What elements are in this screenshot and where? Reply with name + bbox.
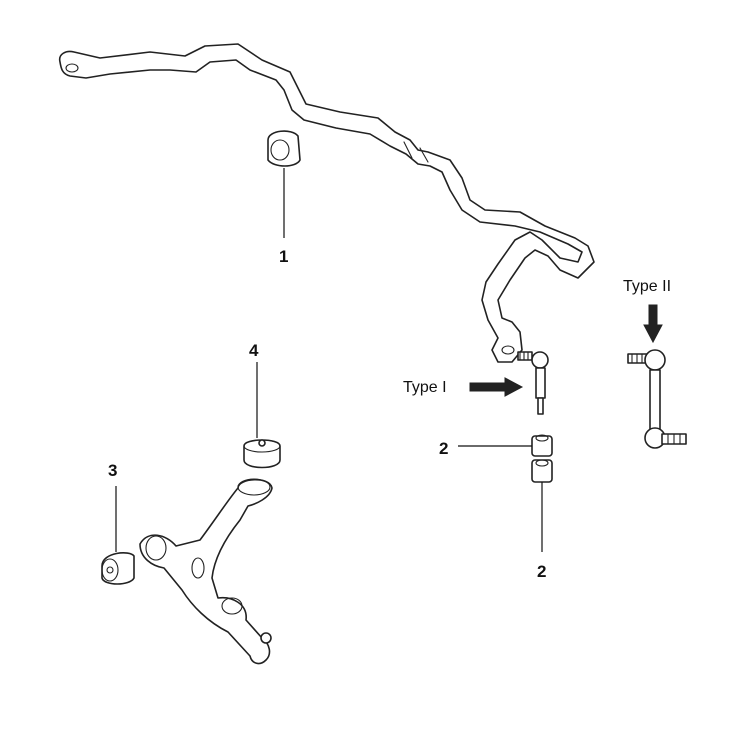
label-type-i: Type I [403,379,447,396]
front-control-arm-bushing [101,552,135,585]
callout-1: 1 [279,247,288,266]
callout-2-top: 2 [439,439,448,458]
stabilizer-bar [58,43,595,363]
label-type-ii: Type II [623,278,671,295]
arrow-type-i [469,377,524,397]
stabilizer-link-type-i [517,351,549,415]
stabilizer-link-type-ii [627,349,687,449]
callout-3: 3 [108,461,117,480]
arrow-type-ii [643,304,663,344]
lower-control-arm [139,478,273,665]
rear-control-arm-bushing [243,439,281,469]
link-bushing-upper [531,434,553,457]
stabilizer-bushing [267,130,301,167]
link-bushing-lower [531,459,553,483]
callout-2-bottom: 2 [537,562,546,581]
callout-4: 4 [249,341,259,360]
